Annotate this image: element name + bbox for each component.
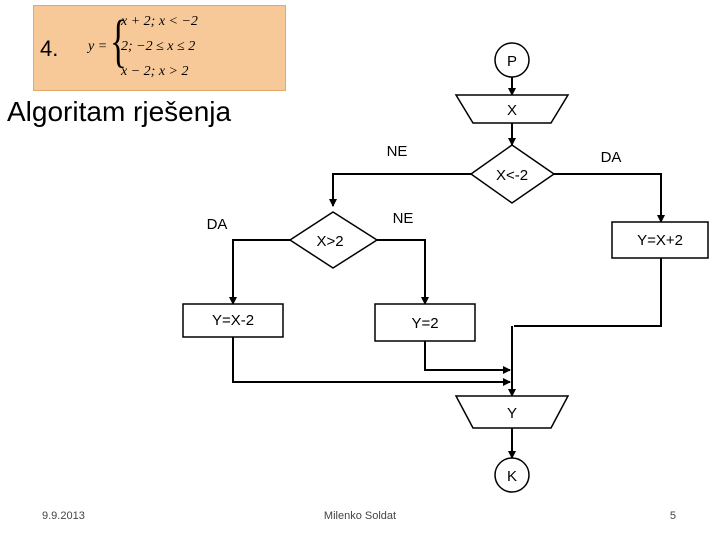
process-y-x-minus-2 [182, 303, 284, 338]
output-label: Y [507, 405, 517, 422]
page-title: Algoritam rješenja [7, 96, 232, 127]
edge-yxm2-merge [232, 337, 511, 386]
decision2-yes-label: DA [207, 216, 228, 233]
formula-lhs: y = [88, 39, 108, 54]
decision-x-greater-2 [288, 211, 379, 269]
formula-brace: { [110, 8, 127, 73]
input-node [454, 94, 570, 124]
formula-case-3: x − 2; x > 2 [121, 64, 189, 79]
process-y-2-label: Y=2 [411, 315, 438, 332]
end-label: K [507, 468, 517, 485]
edge-decision1-yes [554, 173, 665, 223]
formula-case-2: 2; −2 ≤ x ≤ 2 [121, 39, 196, 54]
decision2-label: X>2 [316, 233, 343, 250]
process-y-2 [374, 303, 476, 342]
start-label: P [507, 53, 517, 70]
output-node [454, 395, 570, 429]
decision1-label: X<-2 [496, 167, 528, 184]
start-node [494, 42, 530, 78]
process-y-x-minus-2-label: Y=X-2 [212, 312, 254, 329]
piecewise-formula: y = { x + 2; x < −2 2; −2 ≤ x ≤ 2 x − 2;… [88, 12, 278, 82]
formula-case-1: x + 2; x < −2 [121, 14, 198, 29]
decision1-yes-label: DA [601, 149, 622, 166]
edge-decision1-no [329, 173, 471, 207]
edge-y2-merge [424, 341, 511, 374]
edge-decision2-yes [229, 239, 290, 305]
footer-date: 9.9.2013 [42, 510, 85, 522]
process-y-x-plus-2 [611, 221, 709, 259]
input-label: X [507, 102, 517, 119]
connectors [229, 75, 665, 459]
footer-page-number: 5 [670, 510, 676, 522]
task-box [33, 5, 286, 91]
end-node [494, 457, 530, 493]
edge-decision2-no [377, 239, 429, 305]
decision-x-less-minus2 [469, 144, 556, 204]
edge-yx2-merge [514, 258, 662, 327]
footer-author: Milenko Soldat [324, 510, 396, 522]
task-number: 4. [40, 36, 59, 61]
process-y-x-plus-2-label: Y=X+2 [637, 232, 683, 249]
decision2-no-label: NE [393, 210, 414, 227]
decision1-no-label: NE [387, 143, 408, 160]
